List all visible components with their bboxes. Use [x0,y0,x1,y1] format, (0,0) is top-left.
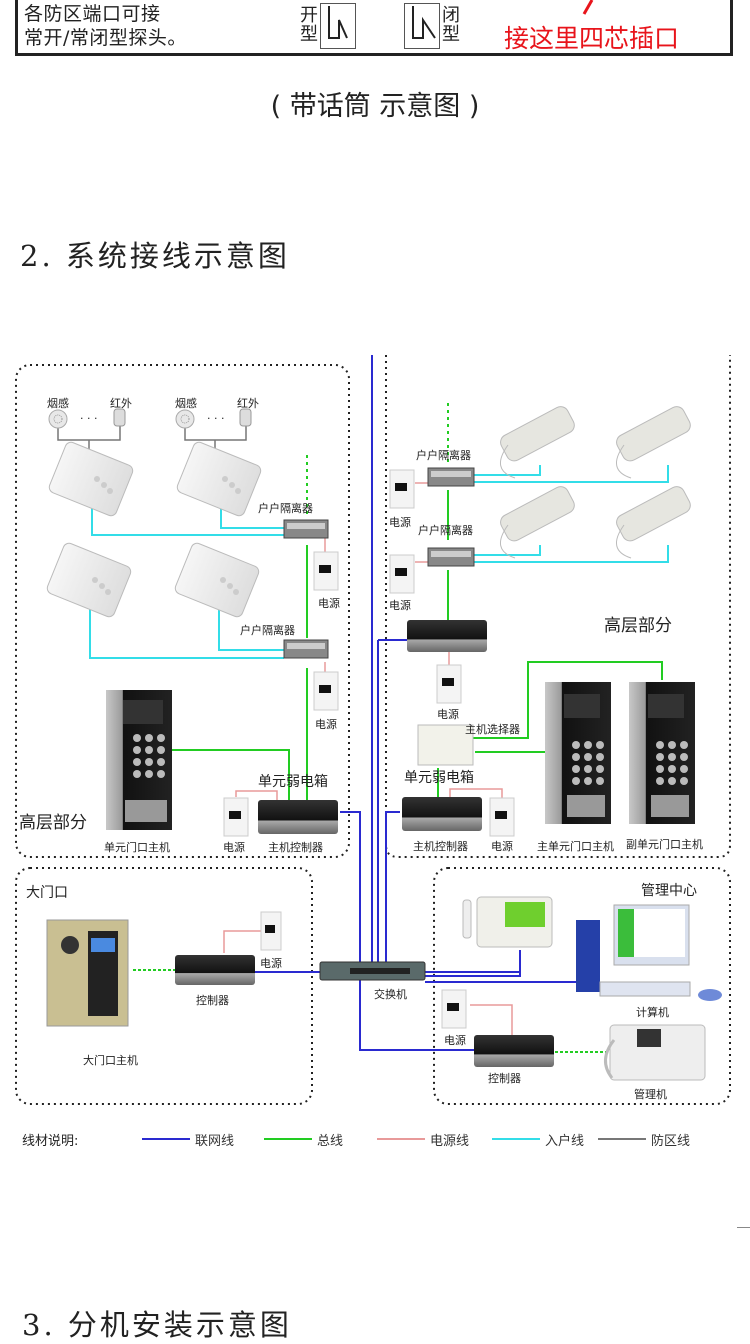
legend-swatch [142,1138,190,1140]
figure-caption: ( 带话筒 示意图 ) [270,91,480,122]
isolator-icon [427,547,475,567]
section-2-title: 2. 系统接线示意图 [20,239,290,273]
power-cables [223,482,513,1035]
indoor-unit-icon [174,542,260,618]
power-label: 电源 [315,718,337,731]
power-label: 电源 [444,1034,466,1047]
smoke-detector-icon [48,409,68,429]
indoor-unit-icon [46,542,132,618]
high-rise-zone-title: 高层部分 [604,616,672,636]
handset-icon [500,486,575,559]
gate-controller-label: 控制器 [196,994,229,1007]
normally-closed-label: 闭 型 [442,5,460,45]
isolator-label: 户户隔离器 [418,524,473,537]
management-controller-label: 控制器 [488,1072,521,1085]
management-console-label: 管理机 [634,1088,667,1101]
controller-icon [407,620,487,652]
indoor-unit-icon [176,441,262,517]
power-label: 电源 [437,708,459,721]
computer-label: 计算机 [636,1006,669,1019]
ellipsis: · · · [207,412,225,425]
sub-unit-door-station-label: 副单元门口主机 [626,838,703,851]
ir-sensor-icon [113,408,126,427]
power-label: 电源 [491,840,513,853]
four-pin-socket-hint: 接这里四芯插口 [504,24,680,53]
gate-station-label: 大门口主机 [83,1054,138,1067]
power-label: 电源 [389,516,411,529]
computer-icon [576,904,722,1001]
sub-unit-door-station-icon [629,682,695,824]
isolator-icon [283,639,329,659]
handset-icon [616,406,691,479]
gate-zone-title: 大门口 [26,885,68,901]
network-switch-label: 交换机 [374,988,407,1001]
isolator-label: 户户隔离器 [240,624,295,637]
isolator-label: 户户隔离器 [416,449,471,462]
normally-closed-symbol [404,3,440,49]
network-switch-icon [319,961,426,981]
gate-zone [15,867,313,1105]
power-supply-icon [389,469,415,509]
power-label: 电源 [223,841,245,854]
ir-sensor-label: 红外 [110,397,132,410]
isolator-icon [427,467,475,487]
network-cables [255,355,585,1051]
normally-open-symbol [320,3,356,49]
ellipsis: · · · [80,412,98,425]
host-controller-label: 主机控制器 [413,840,468,853]
gate-station-icon [46,919,129,1027]
section-3-title: 3. 分机安装示意图 [22,1308,292,1342]
host-selector-icon [417,724,474,766]
zone-port-note: 各防区端口可接 常开/常闭型探头。 [24,2,187,50]
smoke-detector-icon [175,409,195,429]
zone-port-note-line2: 常开/常闭型探头。 [24,27,187,49]
ir-sensor-icon [239,408,252,427]
controller-icon [402,797,482,831]
host-controller-label: 主机控制器 [268,841,323,854]
bus-cables [133,403,663,1053]
controller-icon [258,800,338,834]
smoke-detector-label: 烟感 [175,397,197,410]
cable-legend: 线材说明: 联网线 总线 电源线 入户线 防区线 [22,1130,732,1150]
management-center-title: 管理中心 [641,883,697,899]
wiring-note-box [15,0,733,56]
legend-swatch [598,1138,646,1140]
host-selector-label: 主机选择器 [465,723,520,736]
page-edge-mark [737,1227,750,1228]
smoke-detector-label: 烟感 [47,397,69,410]
management-console-icon [604,1024,706,1081]
main-unit-door-station-label: 主单元门口主机 [537,840,614,853]
power-label: 电源 [260,957,282,970]
zone-cables [57,425,247,450]
video-phone-icon [462,896,553,948]
isolator-icon [283,519,329,539]
power-label: 电源 [318,597,340,610]
legend-title: 线材说明: [22,1134,79,1149]
power-label: 电源 [389,599,411,612]
controller-icon [175,955,255,985]
weak-current-box-label: 单元弱电箱 [404,770,474,786]
normally-open-label: 开 型 [300,5,318,45]
left-high-rise-zone [15,364,350,858]
controller-icon [474,1035,554,1067]
legend-swatch [264,1138,312,1140]
pointer-arrow-icon [582,0,594,15]
legend-swatch [492,1138,540,1140]
management-zone [433,867,731,1105]
handset-icon [500,406,575,479]
legend-swatch [377,1138,425,1140]
weak-current-box-label: 单元弱电箱 [258,774,328,790]
ir-sensor-label: 红外 [237,397,259,410]
high-rise-zone-title: 高层部分 [19,813,87,833]
main-unit-door-station-icon [545,682,611,824]
zone-port-note-line1: 各防区端口可接 [24,3,161,25]
in-home-cables [89,465,669,659]
unit-door-station-label: 单元门口主机 [104,841,170,854]
handset-icon [616,486,691,559]
isolator-label: 户户隔离器 [258,502,313,515]
indoor-unit-icon [48,441,134,517]
